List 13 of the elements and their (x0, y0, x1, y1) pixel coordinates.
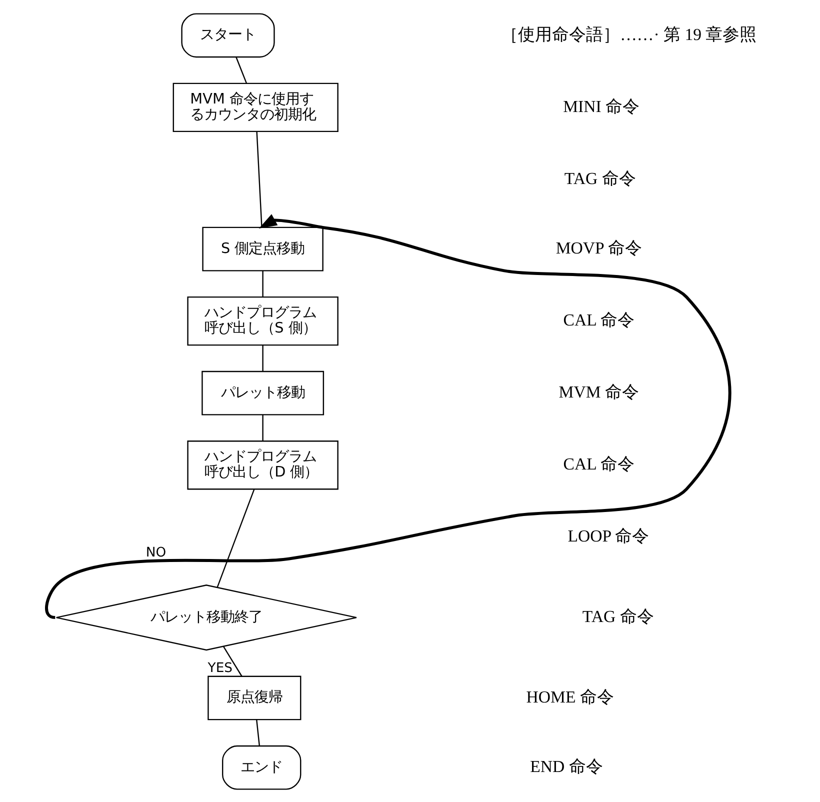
label: MVM 命令 (558, 382, 639, 402)
label: ［使用命令語］……· 第 19 章参照 (500, 24, 756, 44)
label: HOME 命令 (526, 686, 614, 706)
edge-label: YES (207, 660, 232, 676)
label: TAG 命令 (564, 168, 636, 188)
label: TAG 命令 (582, 606, 654, 626)
label: CAL 命令 (562, 310, 634, 330)
edge-label: NO (145, 545, 166, 560)
label: LOOP 命令 (567, 526, 649, 546)
label: MINI 命令 (562, 96, 640, 116)
label: END 命令 (530, 756, 602, 776)
label: MOVP 命令 (555, 238, 642, 257)
label: CAL 命令 (562, 454, 634, 474)
